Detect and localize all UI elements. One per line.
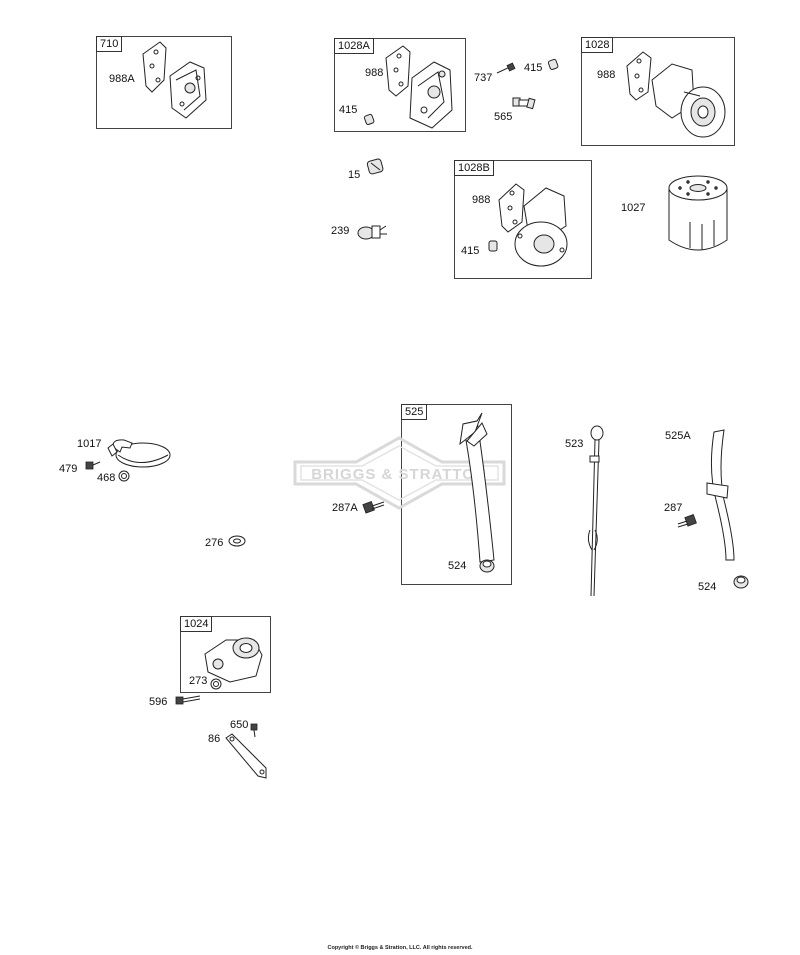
frame-1024 bbox=[180, 616, 271, 693]
brand-watermark-text: BRIGGS & STRATTON bbox=[311, 466, 487, 483]
adapter-bracket-icon bbox=[169, 61, 207, 119]
callout-1028B: 1028B bbox=[454, 160, 494, 176]
label-524-box525: 524 bbox=[448, 560, 467, 572]
washer-276-icon bbox=[228, 535, 246, 547]
label-988-1028A: 988 bbox=[365, 67, 384, 79]
dipstick-tube-525A-icon bbox=[706, 429, 735, 561]
fitting-565-icon bbox=[512, 97, 536, 110]
plug-415-icon bbox=[363, 113, 375, 126]
frame-1028 bbox=[581, 37, 735, 146]
screw-650-icon bbox=[250, 723, 258, 738]
oil-filter-1027-icon bbox=[668, 175, 728, 251]
plug-15-icon bbox=[366, 158, 384, 175]
label-15: 15 bbox=[348, 169, 361, 181]
label-239: 239 bbox=[331, 225, 350, 237]
label-565: 565 bbox=[494, 111, 513, 123]
label-273: 273 bbox=[189, 675, 208, 687]
oring-468-icon bbox=[118, 470, 130, 482]
frame-1028A bbox=[334, 38, 466, 132]
label-468: 468 bbox=[97, 472, 116, 484]
copyright-notice: Copyright © Briggs & Stratton, LLC. All … bbox=[327, 945, 473, 951]
frame-710 bbox=[96, 36, 232, 129]
label-479: 479 bbox=[59, 463, 78, 475]
label-415-1028B: 415 bbox=[461, 245, 480, 257]
label-1017: 1017 bbox=[77, 438, 102, 450]
callout-1028A: 1028A bbox=[334, 38, 374, 54]
oil-pump-1024-icon bbox=[204, 637, 263, 683]
label-1027: 1027 bbox=[621, 202, 646, 214]
gasket-988-icon bbox=[385, 45, 411, 97]
cover-86-icon bbox=[225, 733, 267, 779]
oil-pickup-1017-icon bbox=[107, 439, 171, 468]
plug-415c-icon bbox=[488, 240, 498, 252]
label-523: 523 bbox=[565, 438, 584, 450]
filter-adapter-1028B-icon bbox=[514, 187, 568, 267]
filter-adapter-1028-icon bbox=[651, 63, 726, 138]
screw-287A-icon bbox=[362, 501, 385, 514]
callout-710: 710 bbox=[96, 36, 123, 52]
gasket-988b-icon bbox=[626, 51, 652, 101]
callout-525: 525 bbox=[401, 404, 428, 420]
screw-287-icon bbox=[677, 514, 697, 528]
oring-273-icon bbox=[210, 678, 222, 690]
label-276: 276 bbox=[205, 537, 224, 549]
frame-525 bbox=[401, 404, 512, 585]
label-737: 737 bbox=[474, 72, 493, 84]
gasket-988A-icon bbox=[142, 41, 167, 93]
label-86: 86 bbox=[208, 733, 221, 745]
label-287: 287 bbox=[664, 502, 683, 514]
seal-524-icon bbox=[479, 559, 495, 573]
label-525A: 525A bbox=[665, 430, 691, 442]
label-988A: 988A bbox=[109, 73, 135, 85]
label-988-1028: 988 bbox=[597, 69, 616, 81]
screw-596-icon bbox=[175, 695, 201, 705]
oil-filter-adapter-icon bbox=[409, 61, 453, 129]
plug-415b-icon bbox=[547, 58, 559, 71]
pressure-switch-239-icon bbox=[357, 225, 387, 240]
label-287A: 287A bbox=[332, 502, 358, 514]
brand-watermark: BRIGGS & STRATTON bbox=[293, 436, 506, 510]
dipstick-tube-525-icon bbox=[459, 412, 495, 563]
label-415-1028A: 415 bbox=[339, 104, 358, 116]
dipstick-523-icon bbox=[587, 425, 604, 597]
label-415-loose: 415 bbox=[524, 62, 543, 74]
seal-524b-icon bbox=[733, 575, 749, 589]
frame-1028B bbox=[454, 160, 592, 279]
screw-737-icon bbox=[496, 62, 516, 74]
label-524-loose: 524 bbox=[698, 581, 717, 593]
label-596: 596 bbox=[149, 696, 168, 708]
gasket-988c-icon bbox=[498, 183, 525, 233]
label-650: 650 bbox=[230, 719, 249, 731]
screw-479-icon bbox=[85, 461, 101, 470]
callout-1024: 1024 bbox=[180, 616, 213, 632]
label-988-1028B: 988 bbox=[472, 194, 491, 206]
callout-1028: 1028 bbox=[581, 37, 614, 53]
